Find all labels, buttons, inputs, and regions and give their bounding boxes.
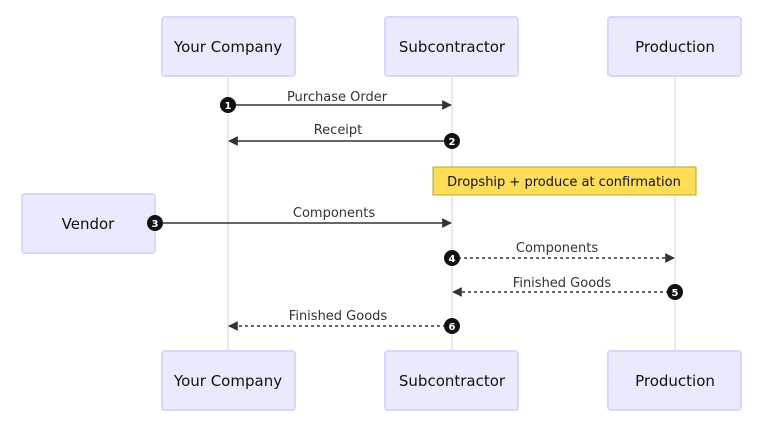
actor-subcontractor-top[interactable]: Subcontractor — [384, 16, 519, 77]
message-finished-goods-company: Finished Goods 6 — [228, 309, 460, 334]
message-label: Finished Goods — [289, 309, 388, 324]
actor-your-company-top[interactable]: Your Company — [161, 16, 296, 77]
message-label: Components — [516, 241, 598, 256]
message-components-production: Components 4 — [444, 241, 675, 266]
message-label: Finished Goods — [513, 276, 612, 291]
step-badge-icon — [444, 250, 460, 266]
message-purchase-order: Purchase Order 1 — [220, 90, 452, 113]
actor-subcontractor-bottom[interactable]: Subcontractor — [384, 350, 519, 411]
step-badge-icon — [444, 133, 460, 149]
step-number: 5 — [672, 288, 679, 299]
actor-production-top[interactable]: Production — [607, 16, 742, 77]
note-text: Dropship + produce at confirmation — [447, 175, 681, 190]
actor-label: Your Company — [173, 372, 282, 390]
step-number: 4 — [449, 254, 456, 265]
step-badge-icon — [220, 97, 236, 113]
step-badge-icon — [444, 318, 460, 334]
step-badge-icon — [147, 215, 163, 231]
step-number: 1 — [225, 101, 232, 112]
message-label: Components — [293, 206, 375, 221]
actor-label: Your Company — [173, 38, 282, 56]
step-number: 2 — [449, 137, 456, 148]
actor-production-bottom[interactable]: Production — [607, 350, 742, 411]
actor-label: Subcontractor — [399, 38, 506, 56]
message-components-vendor: Components 3 — [147, 206, 452, 231]
actor-label: Production — [635, 372, 715, 390]
actor-label: Subcontractor — [399, 372, 506, 390]
message-label: Receipt — [314, 123, 363, 138]
step-badge-icon — [667, 284, 683, 300]
actor-label: Production — [635, 38, 715, 56]
step-number: 6 — [449, 322, 456, 333]
actor-your-company-bottom[interactable]: Your Company — [161, 350, 296, 411]
message-receipt: Receipt 2 — [228, 123, 460, 149]
note-dropship: Dropship + produce at confirmation — [432, 166, 697, 196]
actor-label: Vendor — [62, 215, 116, 233]
step-number: 3 — [152, 219, 159, 230]
message-label: Purchase Order — [287, 90, 388, 105]
message-finished-goods-sub: Finished Goods 5 — [452, 276, 683, 300]
actor-vendor[interactable]: Vendor — [21, 193, 156, 254]
